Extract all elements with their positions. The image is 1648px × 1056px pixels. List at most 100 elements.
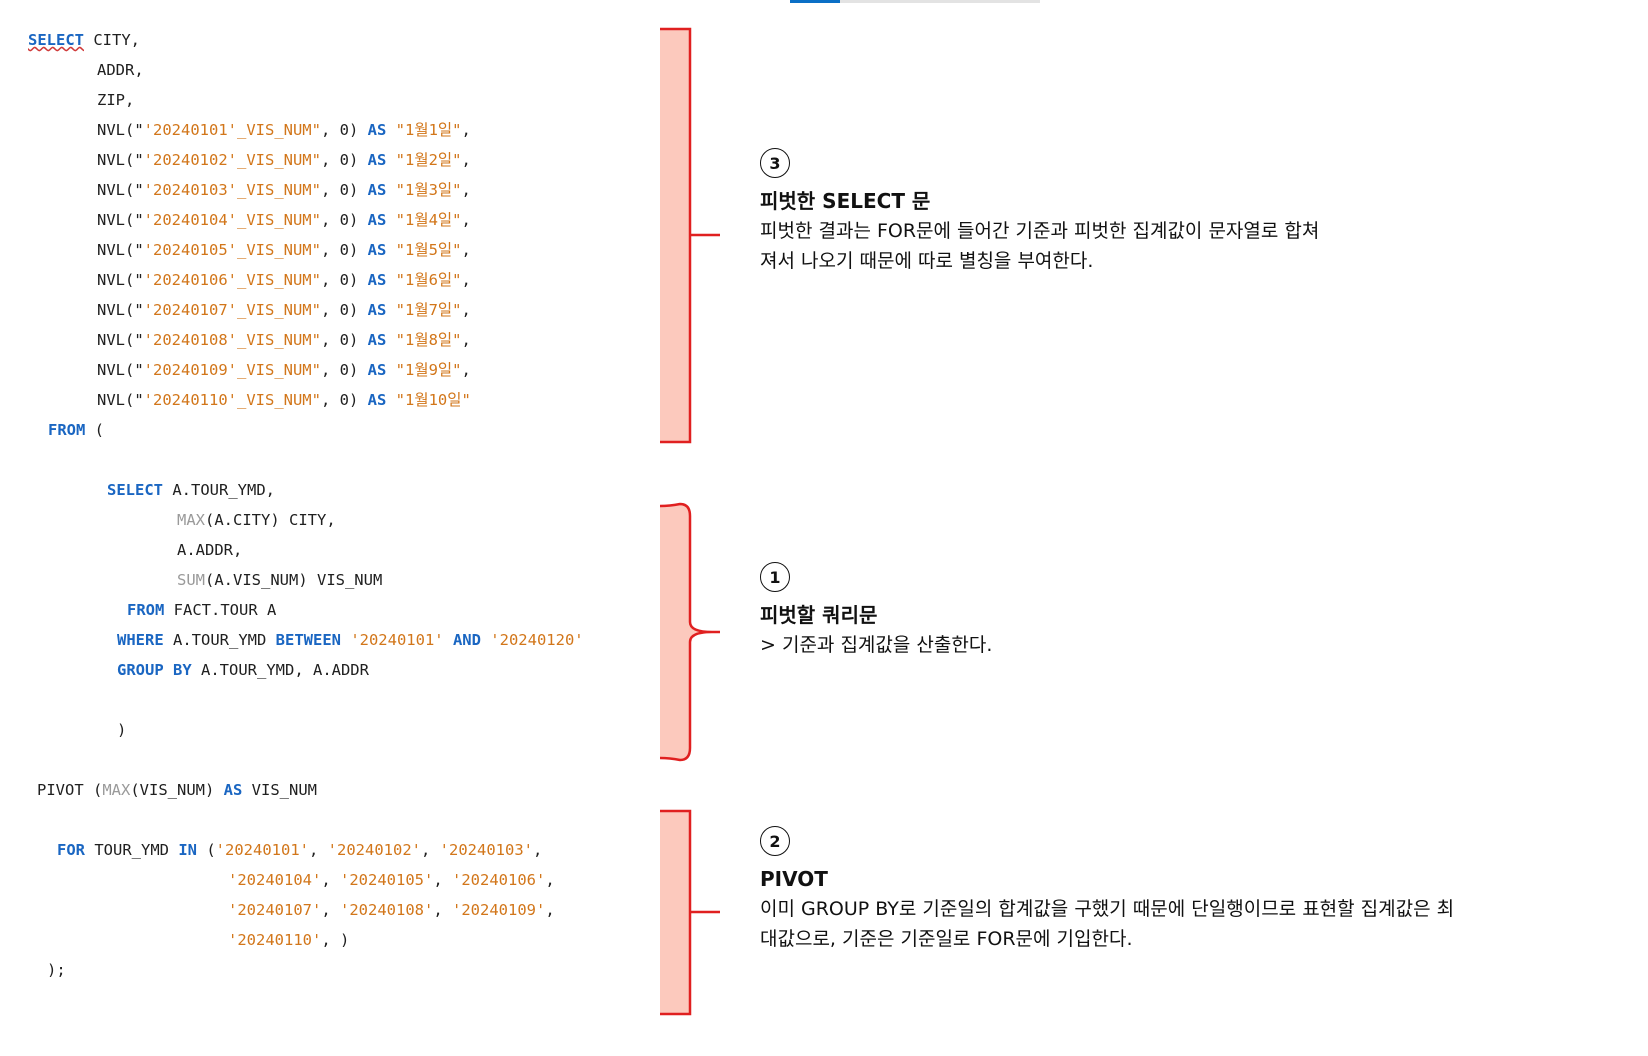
code-comma: ,	[461, 121, 471, 139]
string-vis-num-column: '20240104'_VIS_NUM"	[143, 211, 321, 229]
code-comma: ,	[433, 901, 452, 919]
code-line-inner-select: SELECT A.TOUR_YMD,	[107, 474, 275, 506]
note-body: 피벗한 결과는 FOR문에 들어간 기준과 피벗한 집계값이 문자열로 합쳐 져…	[760, 220, 1320, 272]
string-vis-num-column: '20240103'_VIS_NUM"	[143, 181, 321, 199]
code-nvl-default: , 0)	[320, 301, 368, 319]
string-in-date: '20240108'	[340, 901, 434, 919]
code-nvl-open: NVL("	[97, 331, 144, 349]
code-line-nvl: NVL("'20240109'_VIS_NUM", 0) AS "1월9일",	[97, 354, 471, 386]
note-step-2: 2 PIVOT 이미 GROUP BY로 기준일의 합계값을 구했기 때문에 단…	[760, 826, 1454, 954]
function-max: MAX	[177, 511, 205, 529]
string-vis-num-column: '20240110'_VIS_NUM"	[143, 391, 321, 409]
code-in-close: , )	[321, 931, 350, 949]
string-alias: "1월3일"	[386, 181, 462, 199]
keyword-inner-select: SELECT	[107, 481, 163, 499]
step-number-badge: 3	[760, 148, 790, 178]
code-line-group-by: GROUP BY A.TOUR_YMD, A.ADDR	[117, 654, 369, 686]
code-city: CITY,	[84, 31, 140, 49]
note-title: PIVOT	[760, 867, 828, 891]
code-comma: ,	[461, 241, 471, 259]
string-vis-num-column: '20240108'_VIS_NUM"	[143, 331, 321, 349]
code-nvl-open: NVL("	[97, 241, 144, 259]
code-comma: ,	[461, 301, 471, 319]
code-comma: ,	[461, 151, 471, 169]
string-in-date: '20240110'	[228, 931, 322, 949]
code-nvl-open: NVL("	[97, 361, 144, 379]
in-list-row: '20240107', '20240108', '20240109',	[228, 901, 555, 919]
keyword-as: AS	[367, 151, 387, 169]
code-line-end: );	[47, 961, 66, 979]
string-in-date: '20240104'	[228, 871, 322, 889]
string-vis-num-column: '20240107'_VIS_NUM"	[143, 301, 321, 319]
code-line-select: SELECT CITY,	[28, 24, 140, 56]
code-tour-ymd: A.TOUR_YMD,	[163, 481, 275, 499]
in-list-row: '20240110'	[228, 931, 321, 949]
code-comma: ,	[461, 211, 471, 229]
code-nvl-open: NVL("	[97, 211, 144, 229]
code-nvl-default: , 0)	[320, 211, 368, 229]
string-alias: "1월5일"	[386, 241, 462, 259]
code-nvl-open: NVL("	[97, 151, 144, 169]
code-line-where: WHERE A.TOUR_YMD BETWEEN '20240101' AND …	[117, 624, 584, 656]
keyword-by: BY	[163, 661, 192, 679]
string-date-from: '20240101'	[340, 631, 444, 649]
code-line-nvl: NVL("'20240110'_VIS_NUM", 0) AS "1월10일"	[97, 384, 471, 416]
code-nvl-open: NVL("	[97, 271, 144, 289]
code-line-in-3: '20240107', '20240108', '20240109',	[228, 894, 555, 926]
code-max-args: (A.CITY) CITY,	[205, 511, 336, 529]
code-line-pivot: PIVOT (MAX(VIS_NUM) AS VIS_NUM	[37, 774, 317, 806]
code-line-nvl: NVL("'20240106'_VIS_NUM", 0) AS "1월6일",	[97, 264, 471, 296]
code-comma: ,	[545, 871, 555, 889]
string-vis-num-column: '20240109'_VIS_NUM"	[143, 361, 321, 379]
code-nvl-default: , 0)	[320, 151, 368, 169]
code-line-nvl: NVL("'20240108'_VIS_NUM", 0) AS "1월8일",	[97, 324, 471, 356]
code-line-nvl: NVL("'20240101'_VIS_NUM", 0) AS "1월1일",	[97, 114, 471, 146]
string-alias: "1월4일"	[386, 211, 462, 229]
step-number-badge: 2	[760, 826, 790, 856]
note-body: 이미 GROUP BY로 기준일의 합계값을 구했기 때문에 단일행이므로 표현…	[760, 898, 1455, 950]
code-comma: ,	[545, 901, 555, 919]
sql-code-block: SELECT CITY, ADDR, ZIP, NVL("'20240101'_…	[0, 0, 584, 979]
code-line-sum: SUM(A.VIS_NUM) VIS_NUM	[177, 564, 382, 596]
string-alias: "1월10일"	[386, 391, 471, 409]
code-comma: ,	[321, 901, 340, 919]
keyword-in: IN	[178, 841, 197, 859]
code-nvl-default: , 0)	[320, 271, 368, 289]
code-line-in-4: '20240110', )	[228, 924, 349, 956]
code-nvl-open: NVL("	[97, 181, 144, 199]
code-line-from: FROM (	[48, 414, 104, 446]
in-list-row: '20240104', '20240105', '20240106',	[228, 871, 555, 889]
code-comma: ,	[421, 841, 440, 859]
string-alias: "1월9일"	[386, 361, 462, 379]
note-step-1: 1 피벗할 쿼리문 > 기준과 집계값을 산출한다.	[760, 562, 992, 660]
code-line-a-addr: A.ADDR,	[177, 541, 243, 559]
note-body: > 기준과 집계값을 산출한다.	[760, 634, 993, 656]
string-in-date: '20240106'	[452, 871, 546, 889]
code-nvl-default: , 0)	[320, 391, 368, 409]
string-in-date: '20240103'	[439, 841, 533, 859]
code-line-nvl: NVL("'20240102'_VIS_NUM", 0) AS "1월2일",	[97, 144, 471, 176]
code-pivot: PIVOT (	[37, 781, 103, 799]
keyword-between: BETWEEN	[275, 631, 341, 649]
keyword-as: AS	[367, 211, 387, 229]
code-comma: ,	[309, 841, 328, 859]
code-line-paren-close: )	[117, 721, 127, 739]
keyword-and: AND	[443, 631, 481, 649]
code-fact-tour: FACT.TOUR A	[164, 601, 277, 619]
code-line-zip: ZIP,	[97, 91, 135, 109]
code-line-inner-from: FROM FACT.TOUR A	[127, 594, 276, 626]
string-alias: "1월7일"	[386, 301, 462, 319]
function-pivot-max: MAX	[102, 781, 131, 799]
code-pivot-alias: VIS_NUM	[242, 781, 317, 799]
string-alias: "1월8일"	[386, 331, 462, 349]
keyword-select: SELECT	[28, 31, 84, 49]
keyword-as: AS	[367, 331, 387, 349]
code-nvl-open: NVL("	[97, 391, 144, 409]
step-number-badge: 1	[760, 562, 790, 592]
code-comma: ,	[461, 271, 471, 289]
string-alias: "1월2일"	[386, 151, 462, 169]
keyword-as: AS	[367, 121, 387, 139]
keyword-as: AS	[367, 241, 387, 259]
code-nvl-open: NVL("	[97, 121, 144, 139]
code-comma: ,	[461, 331, 471, 349]
